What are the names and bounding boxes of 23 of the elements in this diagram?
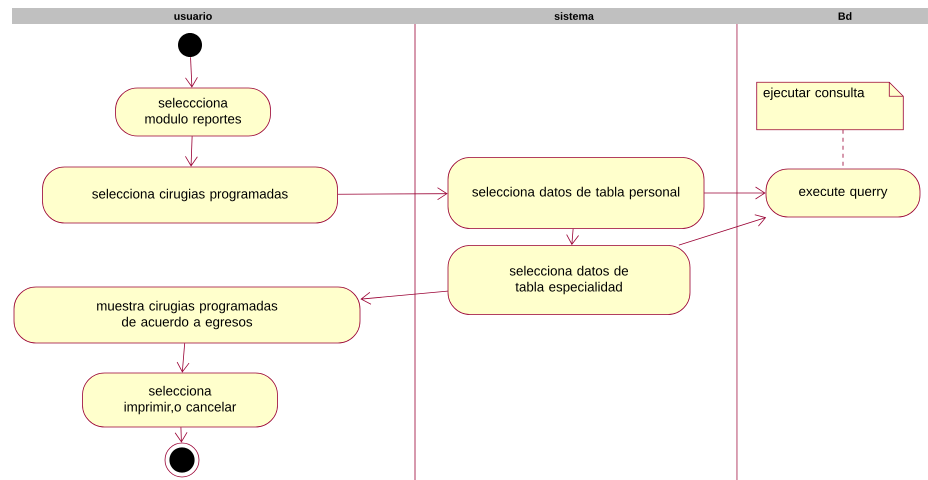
arrow — [704, 186, 766, 200]
activity-box: seleccciona modulo reportes — [115, 88, 271, 136]
activity-box: selecciona imprimir,o cancelar — [82, 372, 278, 428]
lane-title: Bd — [838, 12, 852, 20]
arrow — [174, 427, 188, 443]
activity-box: selecciona datos de tabla especialidad — [448, 245, 690, 315]
note: ejecutar consulta — [756, 82, 904, 130]
arrow — [338, 187, 448, 200]
activity-box: selecciona cirugias programadas — [42, 166, 338, 224]
dashed-connector — [842, 129, 844, 169]
arrow — [176, 343, 190, 373]
activity-box: muestra cirugias programadas de acuerdo a egresos — [14, 286, 360, 344]
arrow — [185, 136, 198, 167]
arrow — [566, 228, 579, 246]
activity-box: execute querry — [766, 168, 920, 218]
arrow — [360, 290, 448, 305]
start-dot — [178, 33, 202, 57]
arrow — [678, 214, 766, 246]
lane-title: sistema — [554, 12, 594, 20]
arrow — [185, 56, 198, 88]
lane-title: usuario — [174, 12, 212, 20]
end-bullseye — [164, 442, 200, 478]
activity-box: selecciona datos de tabla personal — [448, 157, 704, 229]
